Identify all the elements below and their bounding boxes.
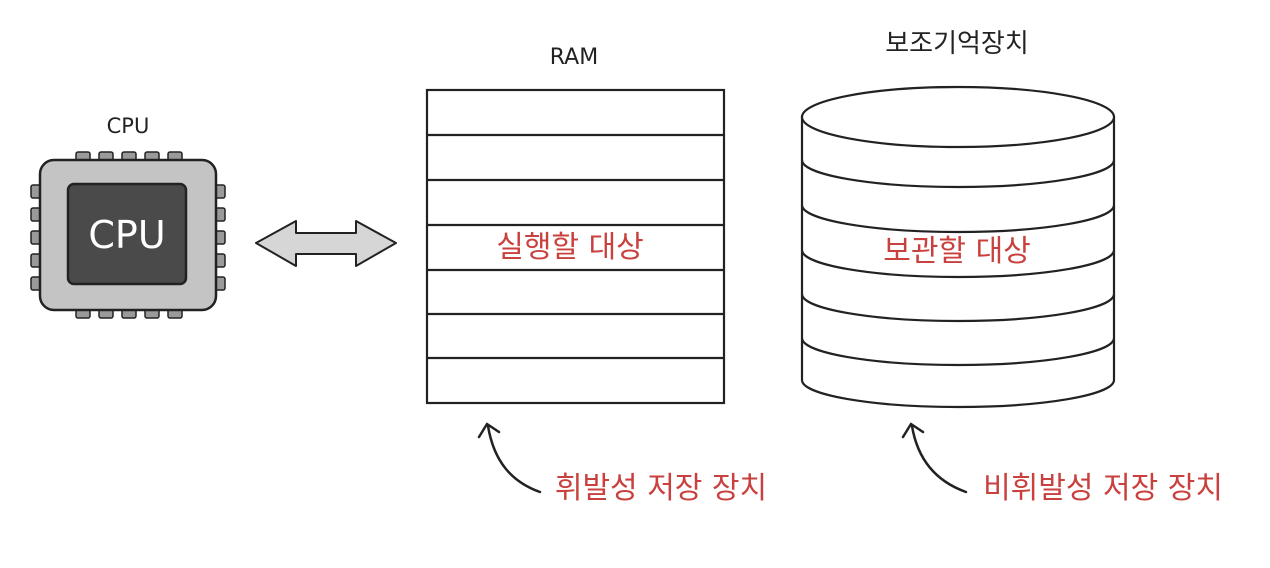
ram-title: RAM — [549, 45, 599, 70]
cpu-chip-icon — [30, 151, 226, 319]
double-arrow-icon — [255, 220, 397, 267]
storage-volatility-note: 비휘발성 저장 장치 — [983, 471, 1223, 506]
ram-pointer-arrow-icon — [477, 422, 542, 494]
storage-content-label: 보관할 대상 — [883, 234, 1031, 269]
cpu-chip-core — [66, 182, 188, 286]
cpu-caption: CPU — [106, 114, 150, 138]
ram-volatility-note: 휘발성 저장 장치 — [554, 471, 768, 506]
storage-pointer-arrow-icon — [901, 422, 968, 494]
storage-title: 보조기억장치 — [885, 29, 1029, 59]
ram-content-label: 실행할 대상 — [496, 230, 644, 265]
ram-stack — [425, 88, 726, 405]
cpu-chip-label: CPU — [88, 213, 166, 257]
storage-cylinder — [800, 85, 1116, 409]
